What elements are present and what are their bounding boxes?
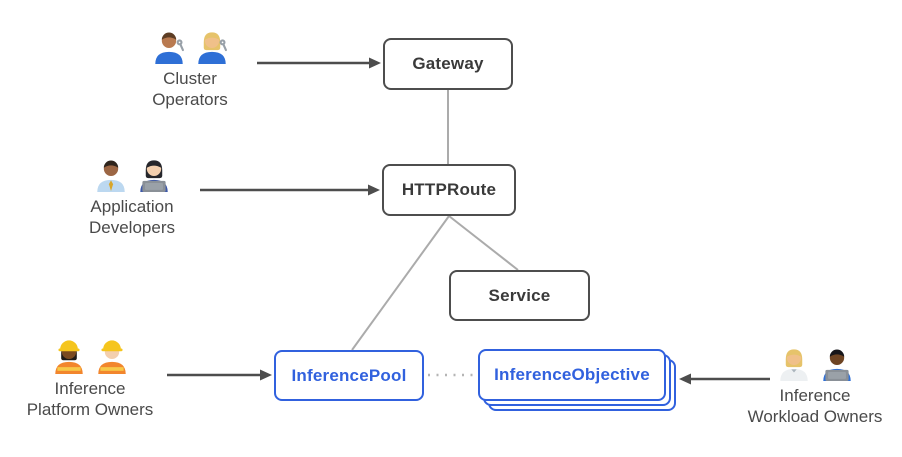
arrow-application-developers-httproute bbox=[200, 184, 380, 196]
actor-label-line: Workload Owners bbox=[747, 407, 883, 426]
node-service: Service bbox=[449, 270, 590, 321]
cluster-operators-label: Cluster Operators bbox=[115, 68, 265, 110]
edge-httproute-service bbox=[448, 215, 519, 271]
node-gateway: Gateway bbox=[383, 38, 513, 90]
actor-label-line: Inference bbox=[54, 379, 126, 398]
inference-workload-owners-icons bbox=[735, 343, 895, 381]
actor-inference-platform-owners: Inference Platform Owners bbox=[10, 336, 170, 420]
node-inferenceobjective-stack: InferenceObjective bbox=[478, 349, 676, 411]
edge-httproute-inferencepool bbox=[351, 215, 450, 351]
node-httproute: HTTPRoute bbox=[382, 164, 516, 216]
actor-application-developers: Application Developers bbox=[57, 154, 207, 238]
application-developers-icons bbox=[57, 154, 207, 192]
actor-inference-workload-owners: Inference Workload Owners bbox=[735, 343, 895, 427]
woman-construction-worker-icon bbox=[54, 340, 83, 374]
actor-label-line: Application bbox=[90, 197, 174, 216]
node-inferenceobjective: InferenceObjective bbox=[478, 349, 666, 401]
man-technologist-icon bbox=[822, 349, 851, 381]
woman-technologist-icon bbox=[139, 160, 168, 192]
health-worker-icon bbox=[779, 349, 808, 381]
actor-label-line: Inference bbox=[779, 386, 851, 405]
inference-platform-owners-label: Inference Platform Owners bbox=[10, 378, 170, 420]
cluster-operators-icons bbox=[115, 26, 265, 64]
node-inferencepool: InferencePool bbox=[274, 350, 424, 401]
actor-label-line: Developers bbox=[89, 218, 175, 237]
node-httproute-label: HTTPRoute bbox=[401, 180, 497, 199]
node-gateway-label: Gateway bbox=[412, 54, 484, 73]
arrow-workload-owners-inferenceobjective bbox=[679, 373, 770, 385]
inference-workload-owners-label: Inference Workload Owners bbox=[735, 385, 895, 427]
arrow-platform-owners-inferencepool bbox=[167, 369, 272, 381]
node-service-label: Service bbox=[488, 285, 551, 305]
inference-platform-owners-icons bbox=[10, 336, 170, 374]
arrow-cluster-operators-gateway bbox=[257, 57, 381, 69]
man-construction-worker-icon bbox=[97, 340, 126, 374]
man-office-worker-icon bbox=[96, 160, 125, 192]
application-developers-label: Application Developers bbox=[57, 196, 207, 238]
node-inferenceobjective-label: InferenceObjective bbox=[494, 365, 650, 384]
actor-label-line: Cluster bbox=[163, 69, 217, 88]
actor-label-line: Platform Owners bbox=[26, 400, 154, 419]
node-inferencepool-label: InferencePool bbox=[291, 365, 407, 385]
actor-label-line: Operators bbox=[152, 90, 228, 109]
actor-cluster-operators: Cluster Operators bbox=[115, 26, 265, 110]
woman-mechanic-icon bbox=[197, 32, 227, 64]
man-mechanic-icon bbox=[154, 32, 184, 64]
